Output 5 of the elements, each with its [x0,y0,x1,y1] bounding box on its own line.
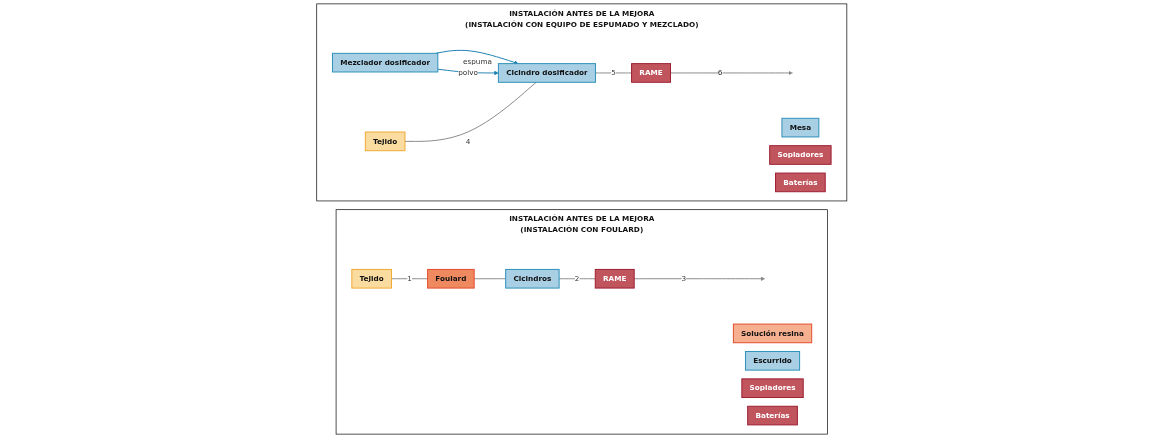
connector [404,81,537,142]
connector [594,72,632,74]
connector [473,278,506,280]
connector [390,278,428,280]
connector [558,278,596,280]
